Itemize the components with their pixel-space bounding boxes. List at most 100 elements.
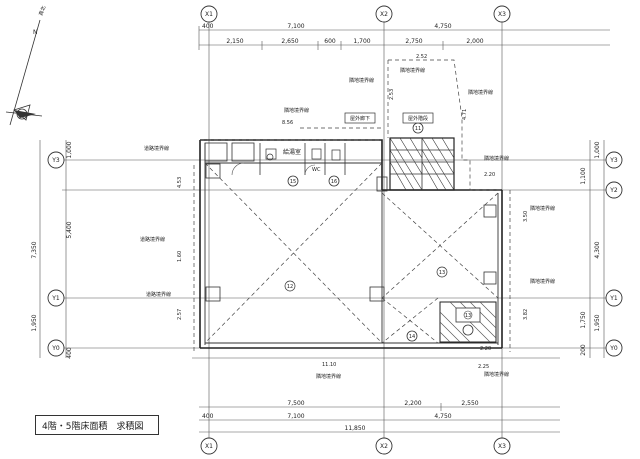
boundary-labels: 隣地境界線 隣地境界線 隣地境界線 隣地境界線 隣地境界線 隣地境界線 隣地境界… bbox=[140, 67, 555, 380]
north-label: 真北 bbox=[37, 5, 47, 17]
grid-marker-bottom-x1: X1 bbox=[200, 437, 218, 455]
svg-text:Y0: Y0 bbox=[609, 345, 618, 352]
building-outline bbox=[192, 139, 560, 359]
grid-marker-bottom-x3: X3 bbox=[493, 437, 511, 455]
north-arrow-icon: N 真北 bbox=[5, 5, 47, 126]
inner-dim-4-71: 4.71 bbox=[462, 109, 468, 120]
dim-top-2150: 2,150 bbox=[226, 38, 243, 45]
inner-dim-8-56: 8.56 bbox=[282, 120, 293, 126]
svg-text:Y3: Y3 bbox=[609, 157, 618, 164]
label-outer-stair: 屋外階段 bbox=[408, 115, 428, 122]
dim-right-1000: 1,000 bbox=[594, 141, 601, 158]
inner-dimensions: 2.52 2.53 4.71 8.56 4.53 1.60 2.57 3.50 … bbox=[177, 54, 529, 370]
dim-top-400: 400 bbox=[202, 23, 214, 30]
grid-marker-left-y0: Y0 bbox=[47, 339, 65, 357]
left-dimensions: 1,000 5,400 7,350 1,950 400 bbox=[31, 140, 73, 359]
inner-dim-2-20: 2.20 bbox=[484, 172, 495, 178]
dim-right-1950: 1,950 bbox=[594, 314, 601, 331]
grid-marker-bottom-x2: X2 bbox=[375, 437, 393, 455]
svg-text:X3: X3 bbox=[498, 443, 506, 450]
inner-dim-2-57: 2.57 bbox=[177, 309, 183, 320]
dim-top-600: 600 bbox=[324, 38, 336, 45]
label-road-1: 道路境界線 bbox=[144, 145, 169, 152]
label-road-3: 道路境界線 bbox=[146, 291, 171, 298]
label-sonchi-4: 隣地境界線 bbox=[284, 107, 309, 114]
area-14: 14 bbox=[409, 334, 415, 340]
dim-left-400: 400 bbox=[66, 347, 73, 359]
svg-text:X1: X1 bbox=[205, 11, 213, 18]
dim-bottom-7100: 7,100 bbox=[287, 413, 304, 420]
svg-text:X2: X2 bbox=[380, 443, 388, 450]
label-outer-corridor: 屋外廊下 bbox=[350, 115, 370, 122]
inner-dim-2-25: 2.25 bbox=[478, 364, 489, 370]
grid-marker-left-y1: Y1 bbox=[47, 289, 65, 307]
label-sonchi-6: 隣地境界線 bbox=[530, 205, 555, 212]
inner-dim-11-10: 11.10 bbox=[322, 362, 336, 368]
area-15: 15 bbox=[290, 179, 296, 185]
inner-dim-3-82: 3.82 bbox=[523, 309, 529, 320]
label-sonchi-9: 隣地境界線 bbox=[484, 371, 509, 378]
dim-top-2750: 2,750 bbox=[405, 38, 422, 45]
svg-text:X2: X2 bbox=[380, 11, 388, 18]
dim-left-1950: 1,950 bbox=[31, 314, 38, 331]
room-hot-water: 給湯室 bbox=[283, 148, 301, 156]
drawing-title-box: 4階・5階床面積 求積図 bbox=[35, 415, 159, 435]
svg-text:X3: X3 bbox=[498, 11, 506, 18]
dim-bottom-2200: 2,200 bbox=[404, 400, 421, 407]
north-n-label: N bbox=[33, 29, 38, 36]
dim-right-4300: 4,300 bbox=[594, 241, 601, 258]
dim-right-200: 200 bbox=[580, 344, 587, 356]
grid-marker-left-y3: Y3 bbox=[47, 151, 65, 169]
dim-bottom-2550: 2,550 bbox=[461, 400, 478, 407]
label-sonchi-1: 隣地境界線 bbox=[400, 67, 425, 74]
outer-stair bbox=[389, 137, 455, 191]
dim-bottom-7500: 7,500 bbox=[287, 400, 304, 407]
inner-dim-3-50: 3.50 bbox=[523, 211, 529, 222]
label-road-2: 道路境界線 bbox=[140, 236, 165, 243]
dim-bottom-400: 400 bbox=[202, 413, 214, 420]
dim-bottom-11850: 11,850 bbox=[345, 425, 366, 432]
dim-top-7100: 7,100 bbox=[287, 23, 304, 30]
area-13: 13 bbox=[439, 270, 445, 276]
svg-text:X1: X1 bbox=[205, 443, 213, 450]
inner-dim-1-60: 1.60 bbox=[177, 251, 183, 262]
inner-dim-2-20b: 2.20 bbox=[480, 346, 491, 352]
grid-marker-top-x2: X2 bbox=[375, 5, 393, 23]
bottom-dimensions: 7,500 2,200 2,550 400 7,100 4,750 11,850 bbox=[199, 400, 560, 433]
label-sonchi-5: 隣地境界線 bbox=[484, 155, 509, 162]
dim-top-2650: 2,650 bbox=[281, 38, 298, 45]
dim-top-2000: 2,000 bbox=[466, 38, 483, 45]
area-12: 12 bbox=[287, 284, 293, 290]
grid-marker-top-x1: X1 bbox=[200, 5, 218, 23]
area-diagonals bbox=[200, 139, 499, 344]
label-sonchi-2: 隣地境界線 bbox=[349, 77, 374, 84]
area-13b: 13 bbox=[465, 313, 471, 319]
svg-text:Y3: Y3 bbox=[51, 157, 60, 164]
drawing-title: 4階・5階床面積 求積図 bbox=[42, 422, 144, 432]
area-markers: 11 12 13 14 15 16 13 bbox=[284, 122, 473, 342]
dim-left-1000: 1,000 bbox=[66, 141, 73, 158]
svg-text:Y1: Y1 bbox=[51, 295, 60, 302]
dim-right-1100: 1,100 bbox=[580, 167, 587, 184]
right-dimensions: 1,000 1,100 4,300 1,750 1,950 200 bbox=[580, 140, 605, 358]
svg-text:Y1: Y1 bbox=[609, 295, 618, 302]
dim-left-5400: 5,400 bbox=[66, 221, 73, 238]
label-sonchi-8: 隣地境界線 bbox=[316, 373, 341, 380]
inner-dim-2-53: 2.53 bbox=[389, 89, 395, 100]
dim-top-4750: 4,750 bbox=[434, 23, 451, 30]
inner-dim-2-52: 2.52 bbox=[416, 54, 427, 60]
grid-marker-right-y0: Y0 bbox=[605, 339, 623, 357]
svg-text:Y2: Y2 bbox=[609, 187, 618, 194]
label-sonchi-7: 隣地境界線 bbox=[530, 278, 555, 285]
area-11: 11 bbox=[415, 126, 421, 132]
inner-dim-4-53: 4.53 bbox=[177, 177, 183, 188]
dim-top-1700: 1,700 bbox=[353, 38, 370, 45]
grid-marker-top-x3: X3 bbox=[493, 5, 511, 23]
dim-bottom-4750: 4,750 bbox=[434, 413, 451, 420]
dim-left-7350: 7,350 bbox=[31, 241, 38, 258]
area-16: 16 bbox=[331, 179, 337, 185]
label-sonchi-3: 隣地境界線 bbox=[468, 89, 493, 96]
room-wc: WC bbox=[312, 167, 321, 173]
bath-unit bbox=[439, 301, 497, 343]
